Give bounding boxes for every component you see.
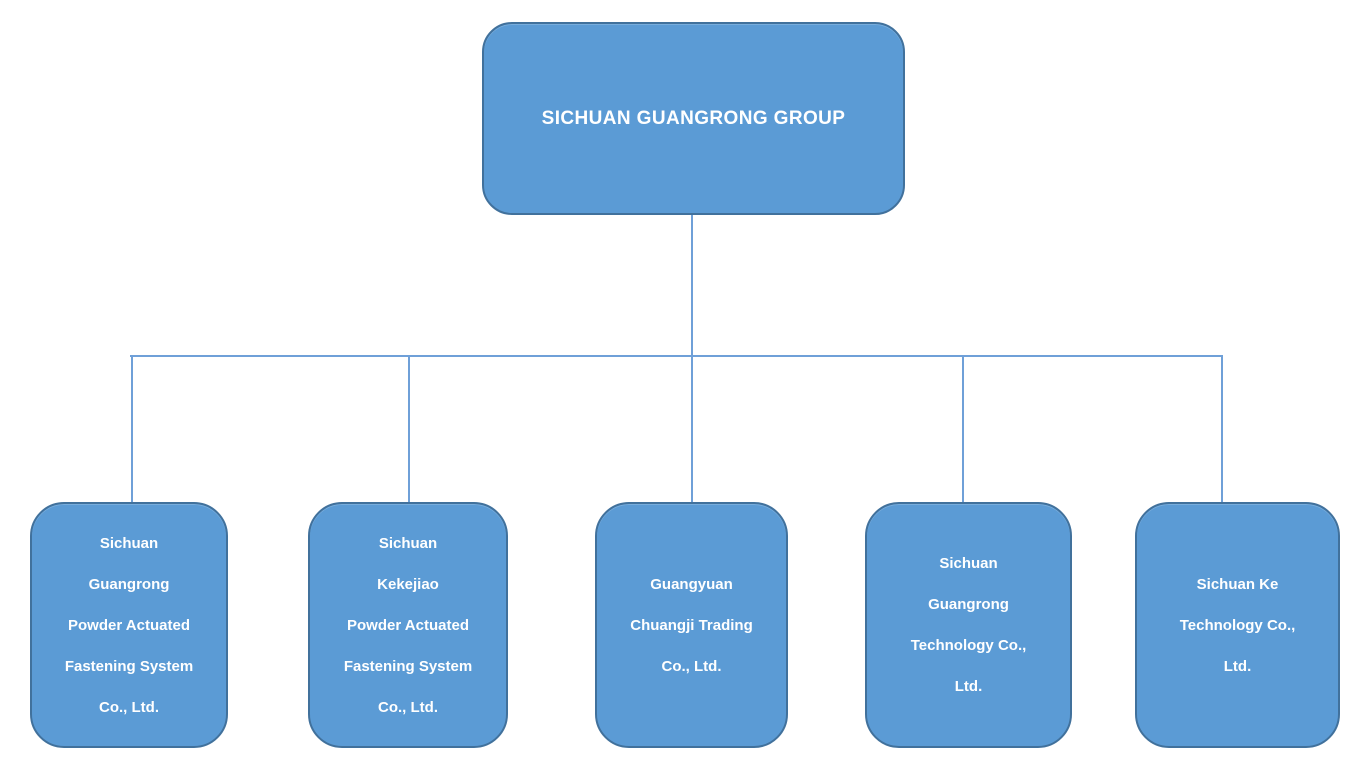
node-label-line: Fastening System [343,657,473,675]
connector-horizontal-bar [130,355,1223,357]
node-label-line: Chuangji Trading [630,616,753,634]
connector-drop-child-3 [691,356,693,502]
node-label-line: Guangyuan [650,575,733,593]
org-node-sichuan-ke-technology: Sichuan Ke Technology Co., Ltd. [1135,502,1340,748]
node-label-line: Co., Ltd. [378,698,438,716]
connector-drop-child-4 [962,356,964,502]
connector-drop-child-1 [131,356,133,502]
node-label-line: Ltd. [954,678,983,695]
node-label-line: Co., Ltd. [661,657,722,675]
node-label-line: Technology Co., [910,637,1027,654]
org-node-kekejiao-powder-actuated: Sichuan Kekejiao Powder Actuated Fasteni… [308,502,508,748]
org-node-guangrong-powder-actuated: Sichuan Guangrong Powder Actuated Fasten… [30,502,228,748]
node-label-line: Powder Actuated [68,616,190,634]
org-node-guangyuan-chuangji-trading: Guangyuan Chuangji Trading Co., Ltd. [595,502,788,748]
node-label-line: Sichuan [378,534,438,552]
connector-drop-child-2 [408,356,410,502]
node-label-line: Fastening System [64,657,194,675]
node-label-line: Sichuan [99,534,159,552]
node-label-line: Powder Actuated [347,616,469,634]
org-node-root-label: SICHUAN GUANGRONG GROUP [541,107,846,129]
org-node-root: SICHUAN GUANGRONG GROUP [482,22,905,215]
node-label-line: Kekejiao [377,575,439,593]
connector-drop-child-5 [1221,356,1223,502]
node-label-line: Guangrong [88,575,170,593]
connector-root-stem [691,215,693,356]
node-label-line: Sichuan [939,555,998,572]
node-label-line: Sichuan Ke [1196,575,1279,593]
node-label-line: Ltd. [1223,657,1252,675]
org-node-guangrong-technology: Sichuan Guangrong Technology Co., Ltd. [865,502,1072,748]
node-label-line: Technology Co., [1179,616,1296,634]
node-label-line: Co., Ltd. [99,698,159,716]
node-label-line: Guangrong [928,596,1009,613]
